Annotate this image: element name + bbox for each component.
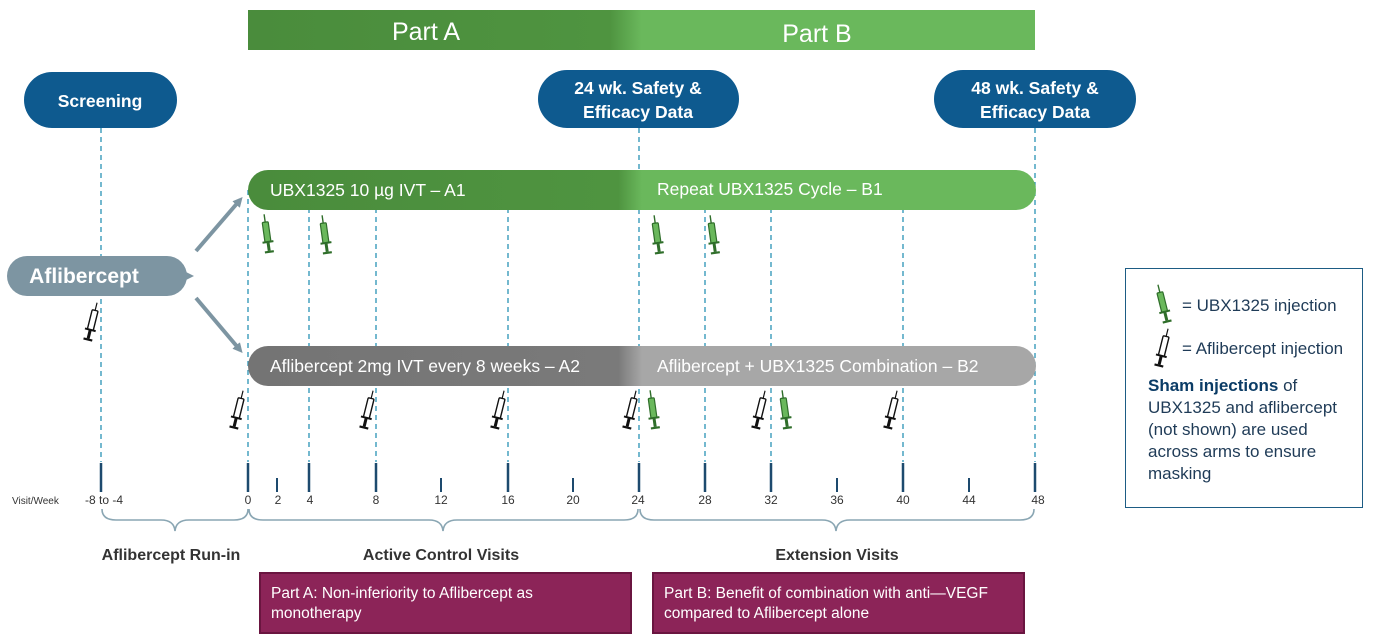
week-label: 8 (373, 493, 380, 507)
week-label: 4 (307, 493, 314, 507)
branch-arrow-down (194, 296, 243, 354)
arm-grey-bar: Aflibercept 2mg IVT every 8 weeks – A2 A… (248, 346, 1036, 386)
week-label: 28 (698, 493, 712, 507)
week-tick-labels: -8 to -4 0 2 4 8 12 16 20 24 28 32 36 40… (85, 493, 1045, 507)
week-label: 12 (434, 493, 448, 507)
week-label: 0 (245, 493, 252, 507)
svg-text:Aflibercept: Aflibercept (29, 265, 139, 288)
svg-text:48 wk. Safety &: 48 wk. Safety & (971, 78, 1099, 98)
part-b-note: Part B: Benefit of combination with anti… (652, 572, 1025, 634)
week-label: 20 (566, 493, 580, 507)
week-label: 32 (764, 493, 778, 507)
svg-text:Screening: Screening (58, 91, 143, 111)
safety-48wk-pill: 48 wk. Safety & Efficacy Data (934, 70, 1136, 128)
sham-rest: of UBX1325 and aflibercept (not shown) a… (1148, 376, 1338, 483)
part-a-label: Part A (392, 18, 460, 46)
part-header-band (248, 10, 1035, 50)
visit-week-axis-label: Visit/Week (12, 496, 60, 507)
week-label: 16 (501, 493, 515, 507)
part-a-note: Part A: Non-inferiority to Aflibercept a… (259, 572, 632, 634)
svg-text:Efficacy Data: Efficacy Data (583, 102, 693, 122)
week-label: 40 (896, 493, 910, 507)
branch-arrow-up (194, 196, 243, 253)
run-in-label: Aflibercept Run-in (102, 547, 241, 564)
part-b-label: Part B (782, 20, 851, 48)
arm-green-bar: UBX1325 10 µg IVT – A1 Repeat UBX1325 Cy… (248, 170, 1036, 210)
extension-label: Extension Visits (775, 547, 898, 564)
week-label: 44 (962, 493, 976, 507)
arm-b1-label: Repeat UBX1325 Cycle – B1 (657, 179, 883, 199)
legend-aflibercept-label: = Aflibercept injection (1182, 339, 1344, 358)
timeline-ticks (99, 463, 1037, 492)
ubx1325-legend-icon (1152, 283, 1174, 324)
svg-text:Efficacy Data: Efficacy Data (980, 102, 1090, 122)
ubx1325-injection-icons (257, 213, 794, 430)
week-label: 48 (1031, 493, 1045, 507)
week-label: 2 (275, 493, 282, 507)
svg-text:24 wk. Safety &: 24 wk. Safety & (574, 78, 702, 98)
aflibercept-start-pill: Aflibercept (7, 256, 187, 296)
safety-24wk-pill: 24 wk. Safety & Efficacy Data (538, 70, 739, 128)
week-label: -8 to -4 (85, 493, 123, 507)
aflibercept-legend-icon (1152, 327, 1174, 368)
sham-injections-note: Sham injections of UBX1325 and afliberce… (1148, 375, 1348, 485)
period-braces (101, 508, 1035, 532)
screening-pill: Screening (24, 72, 177, 128)
arm-b2-label: Aflibercept + UBX1325 Combination – B2 (657, 356, 979, 376)
active-control-label: Active Control Visits (363, 547, 519, 564)
legend-ubx-label: = UBX1325 injection (1182, 296, 1337, 315)
legend-box: = UBX1325 injection = Aflibercept inject… (1125, 268, 1363, 508)
week-label: 36 (830, 493, 844, 507)
sham-bold: Sham injections (1148, 376, 1279, 395)
arm-a2-label: Aflibercept 2mg IVT every 8 weeks – A2 (270, 356, 580, 376)
week-label: 24 (631, 493, 645, 507)
arm-a1-label: UBX1325 10 µg IVT – A1 (270, 180, 466, 200)
